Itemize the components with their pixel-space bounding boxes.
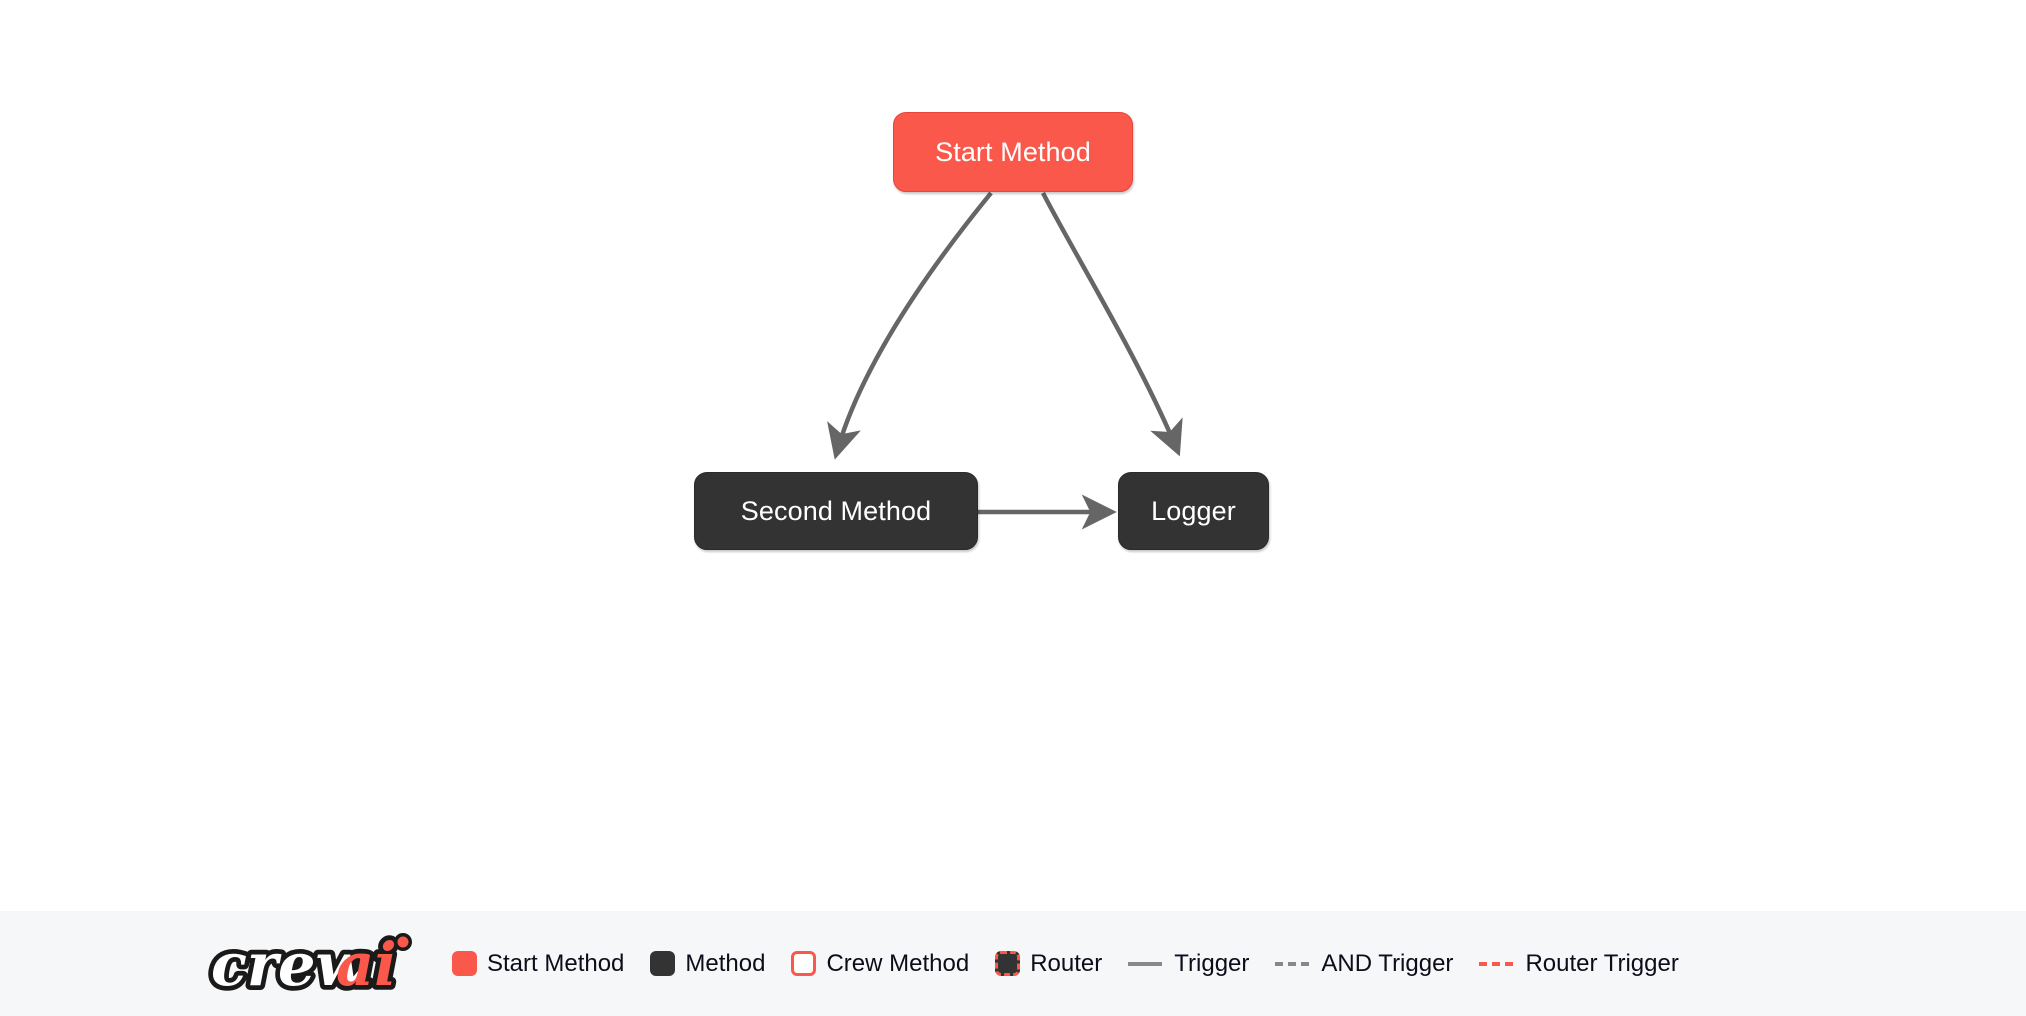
- legend-item-and-trigger: AND Trigger: [1275, 950, 1453, 978]
- trigger-line-icon: [1128, 961, 1163, 966]
- logo-dot: [397, 936, 409, 947]
- legend-item-method: Method: [650, 950, 765, 978]
- crewai-logo: crew ai crew ai: [207, 929, 412, 999]
- logo-text-crew: crew: [211, 930, 369, 999]
- router-trigger-line-icon: [1479, 961, 1514, 966]
- node-start-method[interactable]: Start Method: [893, 112, 1133, 192]
- start-method-swatch-icon: [452, 951, 477, 976]
- legend-item-crew-method: Crew Method: [791, 950, 969, 978]
- method-swatch-icon: [650, 951, 676, 976]
- flow-canvas[interactable]: Start Method Second Method Logger: [0, 0, 2026, 911]
- node-label: Second Method: [740, 495, 932, 526]
- and-trigger-line-icon: [1275, 961, 1310, 966]
- node-label: Logger: [1151, 495, 1236, 526]
- legend-bar: crew ai crew ai Start Method Method Crew…: [0, 911, 2026, 1016]
- legend-label: Trigger: [1174, 949, 1250, 977]
- router-swatch-icon: [995, 951, 1021, 976]
- legend-label: AND Trigger: [1321, 949, 1454, 977]
- legend-items: Start Method Method Crew Method Router T…: [452, 950, 1679, 978]
- legend-label: Start Method: [487, 949, 625, 977]
- legend-label: Method: [685, 949, 766, 977]
- logo-outline-ai: ai: [336, 930, 397, 999]
- legend-item-start-method: Start Method: [452, 950, 624, 978]
- logo-outline-crew: crew: [211, 930, 369, 999]
- edge-start-method-to-second-method: [827, 191, 993, 460]
- node-logger[interactable]: Logger: [1118, 472, 1269, 550]
- edge-start-method-to-logger: [1041, 191, 1183, 457]
- legend-label: Router: [1030, 949, 1103, 977]
- node-label: Start Method: [935, 136, 1091, 167]
- legend-label: Router Trigger: [1525, 949, 1679, 977]
- node-second-method[interactable]: Second Method: [694, 472, 978, 550]
- logo-text-ai: ai: [336, 930, 397, 999]
- legend-label: Crew Method: [826, 949, 970, 977]
- legend-item-router: Router: [995, 950, 1102, 978]
- legend-item-trigger: Trigger: [1128, 950, 1249, 978]
- legend-item-router-trigger: Router Trigger: [1479, 949, 1679, 978]
- crew-method-swatch-icon: [791, 951, 817, 976]
